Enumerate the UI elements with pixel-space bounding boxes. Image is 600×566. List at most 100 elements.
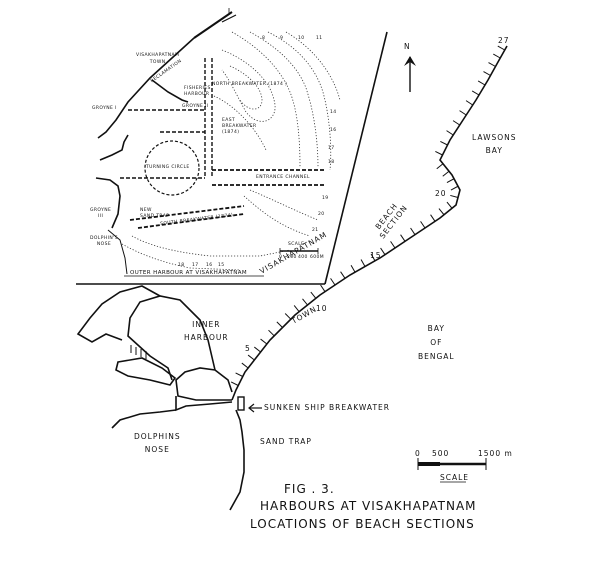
coast-hachure-tick [230, 381, 239, 386]
inset-scale-tick-600: 600M [310, 255, 325, 260]
scale-label: SCALE [440, 473, 470, 482]
coast-hachure-tick [390, 241, 396, 249]
coast-hachure-tick [471, 90, 480, 96]
coast-hachure-tick [370, 253, 376, 262]
inset-depth-right-3: 18 [328, 160, 335, 165]
inset-dolphins-nose-label: DOLPHIN'S NOSE [90, 236, 118, 247]
coast-hachure-tick [380, 247, 386, 255]
inset-depth-top-1: 9 [280, 36, 284, 41]
inset-depth-left-3: 15 [218, 263, 225, 268]
inset-depth-left-1: 17 [192, 263, 199, 268]
coast-hachures [230, 45, 505, 386]
inset-depth-right-5: 20 [318, 212, 325, 217]
inset-groyne-ii-label: GROYNE II [182, 104, 209, 109]
coast-hachure-tick [450, 185, 459, 191]
sunken-ship-breakwater-mark [237, 396, 245, 411]
main-scale-bar [417, 458, 487, 470]
inset-fisheries-harbour-label: FISHERIES HARBOUR [184, 86, 211, 97]
inset-depth-right-4: 19 [322, 196, 329, 201]
inset-east-breakwater-label: EAST BREAKWATER (1874) [222, 118, 257, 135]
inset-coastline [95, 11, 233, 275]
coast-hachure-tick [488, 62, 496, 67]
inset-harbour-features [120, 58, 325, 229]
coast-hachure-tick [436, 163, 444, 170]
map-title-line1: HARBOURS AT VISAKHAPATNAM [260, 499, 477, 513]
coast-hachure-tick [459, 110, 467, 116]
coast-hachure-tick [268, 329, 275, 337]
inset-scale-bar [279, 248, 319, 254]
lawsons-bay-label: LAWSONS BAY [472, 133, 517, 155]
inset-scale-tick-400: 400 [298, 255, 308, 260]
coast-hachure-tick [440, 140, 448, 146]
inset-town-label: VISAKHAPATNAM TOWN [136, 53, 180, 65]
inset-entrance-channel-label: ENTRANCE CHANNEL [256, 175, 310, 180]
inset-depth-right-1: 16 [330, 128, 337, 133]
inset-depth-top-0: 8 [262, 36, 266, 41]
inset-depth-left-0: 18 [178, 263, 185, 268]
coast-hachure-tick [293, 305, 300, 312]
coast-hachure-tick [284, 313, 292, 320]
inset-scale-tick-0: 0 [279, 255, 283, 260]
km-marker-27: 27 [498, 36, 510, 45]
coast-hachure-tick [446, 201, 453, 209]
inset-caption: OUTER HARBOUR AT VISAKHAPATNAM [130, 270, 248, 276]
inset-depth-right-2: 17 [328, 146, 335, 151]
coast-hachure-tick [465, 100, 474, 106]
inset-north-breakwater-label: NORTH BREAKWATER (1874 ) [212, 82, 288, 87]
km-marker-5: 5 [245, 344, 251, 353]
sunken-ship-arrow-icon [248, 403, 262, 413]
map-title-line2: LOCATIONS OF BEACH SECTIONS [250, 517, 475, 531]
inset-depth-right-6: 21 [312, 228, 319, 233]
coast-hachure-tick [330, 278, 336, 286]
coast-hachure-tick [435, 150, 443, 156]
sunken-ship-breakwater-label: SUNKEN SHIP BREAKWATER [264, 403, 390, 412]
coast-hachure-tick [320, 284, 326, 292]
coast-hachure-tick [446, 130, 454, 136]
coast-hachure-tick [483, 71, 491, 76]
coast-hachure-tick [446, 178, 455, 183]
scale-tick-0: 0 [415, 449, 421, 458]
inset-depth-top-3: 11 [316, 36, 323, 41]
coast-hachure-tick [310, 291, 317, 299]
inset-frame [76, 8, 388, 285]
coast-hachure-tick [410, 227, 416, 235]
inset-groyne-iii-label: GROYNE III [90, 208, 112, 219]
coast-hachure-tick [450, 194, 459, 198]
inset-new-sand-trap-label: NEW SAND TRAP [140, 208, 170, 219]
inset-depth-top-2: 10 [298, 36, 305, 41]
coast-hachure-tick [302, 298, 308, 306]
scale-tick-1500: 1500 m [478, 449, 513, 458]
coast-hachure-tick [254, 346, 261, 353]
km-marker-15: 15 [370, 251, 382, 260]
coast-hachure-tick [497, 45, 505, 51]
dolphins-nose-label: DOLPHINS NOSE [134, 432, 181, 454]
coast-hachure-tick [350, 264, 356, 273]
inset-groyne-i-label: GROYNE I [92, 106, 117, 111]
north-arrow-icon [404, 56, 416, 92]
inset-turning-circle [144, 140, 200, 196]
inner-harbour-label: INNER HARBOUR [184, 320, 229, 342]
coast-hachure-tick [340, 271, 346, 279]
coast-hachure-tick [452, 120, 461, 126]
coast-hachure-tick [438, 208, 445, 216]
sand-trap-label: SAND TRAP [260, 437, 312, 446]
coast-hachure-tick [235, 372, 243, 377]
km-marker-20: 20 [435, 189, 447, 198]
inset-depth-left-2: 16 [206, 263, 213, 268]
km-marker-10: 10 [316, 304, 328, 313]
inset-depth-right-0: 14 [330, 110, 337, 115]
coast-hachure-tick [400, 234, 406, 242]
bay-of-bengal-label: BAY OF BENGAL [418, 324, 455, 361]
figure-number: FIG . 3. [284, 482, 335, 496]
coast-hachure-tick [260, 338, 268, 345]
inset-scale-label: SCALE [288, 242, 305, 247]
inset-turning-circle-label: TURNING CIRCLE [146, 165, 190, 170]
inset-scale-tick-200: 200 [287, 255, 297, 260]
coast-hachure-tick [477, 80, 486, 86]
coast-hachure-tick [442, 170, 450, 177]
north-label: N [404, 42, 411, 51]
scale-tick-500: 500 [432, 449, 450, 458]
coast-hachure-tick [241, 362, 249, 369]
coast-hachure-tick [420, 221, 426, 229]
